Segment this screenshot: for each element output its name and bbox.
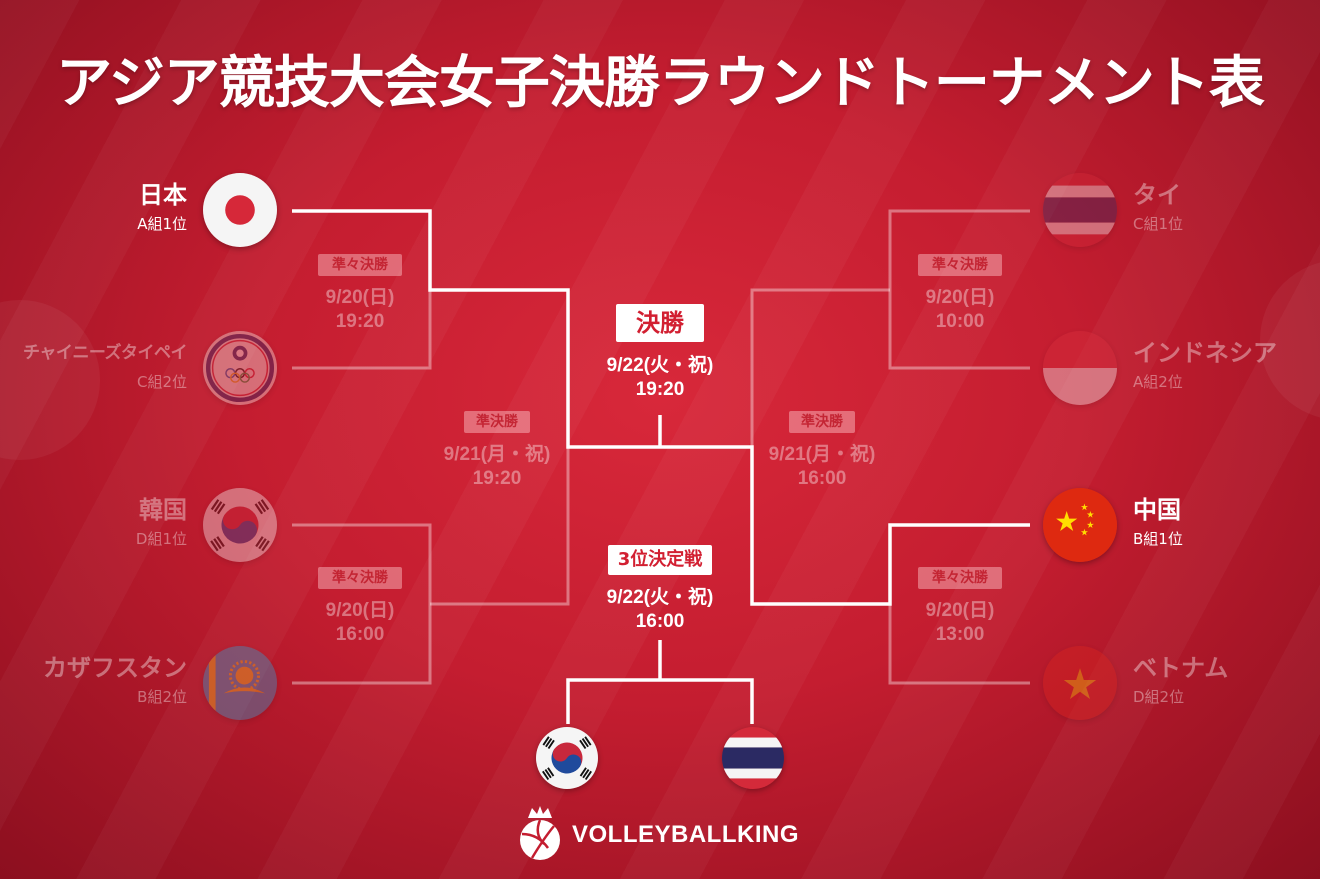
- japan-flag-icon: [203, 173, 277, 247]
- final-match: 決勝 9/22(火・祝) 19:20: [575, 304, 745, 402]
- bracket-line-chinese-taipei: [292, 290, 432, 370]
- korea-flag-icon: [203, 488, 277, 562]
- round-badge: 準々決勝: [918, 567, 1002, 589]
- match-date: 9/21(月・祝): [768, 444, 876, 465]
- team-label-chinese-taipei: チャイニーズタイペイ C組2位: [7, 339, 187, 391]
- round-badge: 準々決勝: [318, 254, 402, 276]
- match-date: 9/22(火・祝): [606, 355, 714, 376]
- team-label-japan: 日本 A組1位: [7, 181, 187, 233]
- match-time: 16:00: [335, 624, 385, 645]
- semifinal-2: 準決勝 9/21(月・祝) 16:00: [737, 411, 907, 491]
- team-name: タイ: [1133, 181, 1181, 209]
- china-flag-icon: [1043, 488, 1117, 562]
- match-date: 9/20(日): [325, 600, 395, 621]
- team-group: B組1位: [1133, 530, 1183, 548]
- match-time: 19:20: [335, 311, 385, 332]
- bracket-line-vietnam: [888, 604, 1030, 685]
- match-time: 19:20: [635, 379, 685, 400]
- chinese-taipei-flag-icon: [203, 331, 277, 405]
- quarterfinal-1: 準々決勝 9/20(日) 19:20: [275, 254, 445, 334]
- team-label-korea: 韓国 D組1位: [7, 496, 187, 548]
- match-time: 10:00: [935, 311, 985, 332]
- final-badge: 決勝: [616, 304, 704, 342]
- team-label-thailand: タイ C組1位: [1133, 181, 1313, 233]
- bracket-line-indonesia: [888, 290, 1030, 370]
- team-name: 韓国: [139, 496, 187, 524]
- bracket-line-china: [660, 445, 1030, 606]
- match-date: 9/20(日): [325, 287, 395, 308]
- team-name: 日本: [139, 181, 187, 209]
- semifinal-1: 準決勝 9/21(月・祝) 19:20: [412, 411, 582, 491]
- brand-logo-text: VOLLEYBALLKING: [572, 821, 799, 848]
- match-time: 16:00: [635, 611, 685, 632]
- bracket-line-korea: [292, 523, 432, 604]
- third-place-bracket-line: [566, 678, 754, 724]
- third-place-badge: 3位決定戦: [607, 545, 713, 575]
- team-group: C組2位: [136, 373, 187, 391]
- bracket-line-kazakhstan: [292, 604, 432, 685]
- round-badge: 準決勝: [789, 411, 855, 433]
- quarterfinal-2: 準々決勝 9/20(日) 16:00: [275, 567, 445, 647]
- team-label-china: 中国 B組1位: [1133, 496, 1313, 548]
- team-group: A組2位: [1133, 373, 1183, 391]
- match-date: 9/21(月・祝): [443, 444, 551, 465]
- match-time: 19:20: [472, 468, 522, 489]
- team-name: ベトナム: [1133, 654, 1229, 682]
- team-group: C組1位: [1133, 215, 1184, 233]
- bracket-line-thailand: [888, 209, 1030, 290]
- team-label-vietnam: ベトナム D組2位: [1133, 654, 1313, 706]
- team-group: D組1位: [135, 530, 187, 548]
- match-time: 13:00: [935, 624, 985, 645]
- quarterfinal-3: 準々決勝 9/20(日) 10:00: [875, 254, 1045, 334]
- match-date: 9/22(火・祝): [606, 587, 714, 608]
- korea-flag-icon: [536, 727, 598, 789]
- match-date: 9/20(日): [925, 287, 995, 308]
- team-group: A組1位: [137, 215, 187, 233]
- indonesia-flag-icon: [1043, 331, 1117, 405]
- bracket-line-right-upper-semi: [750, 288, 890, 447]
- vietnam-flag-icon: [1043, 646, 1117, 720]
- team-group: D組2位: [1133, 688, 1185, 706]
- thailand-flag-icon: [1043, 173, 1117, 247]
- team-name: 中国: [1133, 496, 1181, 524]
- page-title: アジア競技大会女子決勝ラウンドトーナメント表: [56, 51, 1265, 116]
- bracket-line-japan: [292, 209, 660, 449]
- team-name: チャイニーズタイペイ: [23, 343, 187, 363]
- thailand-flag-icon: [722, 727, 784, 789]
- quarterfinal-4: 準々決勝 9/20(日) 13:00: [875, 567, 1045, 647]
- team-label-indonesia: インドネシア A組2位: [1133, 339, 1313, 391]
- volleyball-crown-icon: [520, 806, 560, 860]
- team-name: インドネシア: [1133, 339, 1277, 367]
- bracket-line-left-lower-semi: [430, 447, 570, 606]
- kazakhstan-flag-icon: [203, 646, 277, 720]
- third-place-match: 3位決定戦 9/22(火・祝) 16:00: [575, 545, 745, 634]
- match-time: 16:00: [797, 468, 847, 489]
- round-badge: 準々決勝: [918, 254, 1002, 276]
- team-group: B組2位: [137, 688, 187, 706]
- match-date: 9/20(日): [925, 600, 995, 621]
- round-badge: 準決勝: [464, 411, 530, 433]
- team-label-kazakhstan: カザフスタン B組2位: [7, 654, 187, 706]
- team-name: カザフスタン: [43, 654, 187, 682]
- round-badge: 準々決勝: [318, 567, 402, 589]
